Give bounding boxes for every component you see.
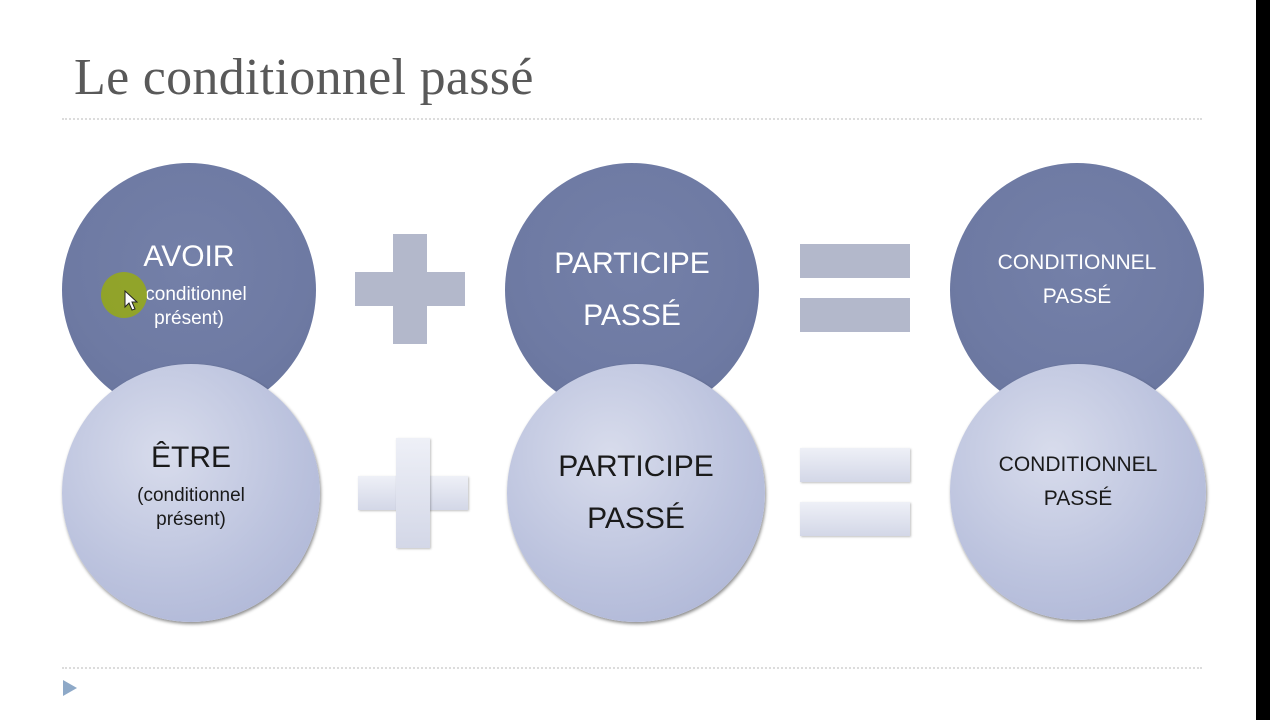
participe-line1: PARTICIPE xyxy=(558,450,714,483)
window-edge xyxy=(1256,0,1270,720)
etre-circle: ÊTRE (conditionnel présent) xyxy=(62,364,320,622)
plus-icon xyxy=(358,438,468,548)
slide-title: Le conditionnel passé xyxy=(74,49,534,106)
participe-line2: PASSÉ xyxy=(583,299,681,332)
etre-sub-line1: (conditionnel xyxy=(137,485,245,506)
conditionnel-circle: CONDITIONNEL PASSÉ xyxy=(950,364,1206,620)
footer-divider xyxy=(62,667,1202,669)
participe-circle: PARTICIPE PASSÉ xyxy=(507,364,765,622)
title-divider xyxy=(62,118,1202,120)
avoir-sub-line2: présent) xyxy=(154,308,224,329)
cursor-arrow-icon xyxy=(124,290,138,311)
etre-sub-line2: présent) xyxy=(156,509,226,530)
avoir-label: AVOIR xyxy=(143,240,235,273)
equals-icon xyxy=(800,448,910,538)
conditionnel-line1: CONDITIONNEL xyxy=(998,453,1158,476)
participe-line1: PARTICIPE xyxy=(554,247,710,280)
participe-line2: PASSÉ xyxy=(587,502,685,535)
conditionnel-line2: PASSÉ xyxy=(1043,487,1113,510)
equals-icon xyxy=(800,244,910,334)
etre-label: ÊTRE xyxy=(150,441,231,474)
avoir-sub-line1: conditionnel xyxy=(145,284,247,305)
conditionnel-line2: PASSÉ xyxy=(1042,285,1112,308)
triangle-bullet-icon xyxy=(63,680,77,696)
conditionnel-line1: CONDITIONNEL xyxy=(997,251,1157,274)
plus-icon xyxy=(355,234,465,344)
laser-pointer-icon xyxy=(101,272,147,318)
